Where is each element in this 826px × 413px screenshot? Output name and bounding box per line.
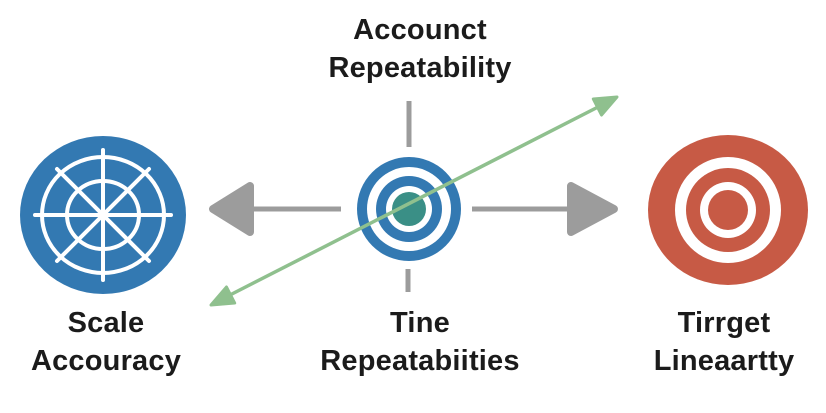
diagonal-double-arrow-icon [209, 95, 619, 307]
right-label-line2: Lineaartty [653, 345, 795, 377]
left-arrow-icon [209, 182, 341, 236]
top-label-line2: Repeatability [328, 52, 512, 84]
right-arrow-head [567, 182, 618, 236]
diagonal-arrow-head-top-right [591, 95, 619, 117]
top-label: Accounct Repeatability [260, 11, 580, 87]
diagonal-arrow-head-bottom-left [209, 285, 237, 307]
left-arrow-head [209, 182, 254, 236]
bullseye-blue-icon [357, 157, 461, 261]
diagonal-arrow-shaft [227, 104, 601, 298]
right-arrow-icon [472, 182, 618, 236]
right-label: Tirrget Lineaartty [596, 304, 826, 380]
left-label-line2: Accouracy [30, 345, 182, 377]
radar-grid-lines [33, 148, 173, 282]
center-label-line2: Repeatabiities [320, 345, 520, 377]
bullseye-red-icon [648, 135, 808, 285]
radar-grid-icon [20, 136, 186, 294]
center-label-line1: Tine [390, 307, 450, 339]
left-label-line1: Scale [67, 307, 145, 339]
bullseye-red-center [708, 190, 748, 230]
center-label: Tine Repeatabiities [290, 304, 550, 380]
radar-spoke-diagonal-2 [55, 167, 151, 263]
top-label-line1: Accounct [353, 14, 487, 46]
left-label: Scale Accouracy [0, 304, 212, 380]
right-label-line1: Tirrget [677, 307, 771, 339]
